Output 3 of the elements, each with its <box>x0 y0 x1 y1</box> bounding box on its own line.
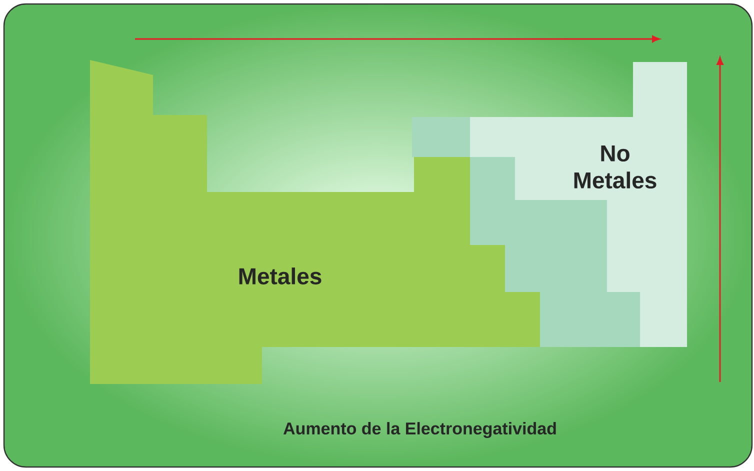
nonmetals-region: No Metales <box>470 62 687 347</box>
axis-caption: Aumento de la Electronegatividad <box>283 422 556 438</box>
metals-region: Metales <box>90 60 540 384</box>
